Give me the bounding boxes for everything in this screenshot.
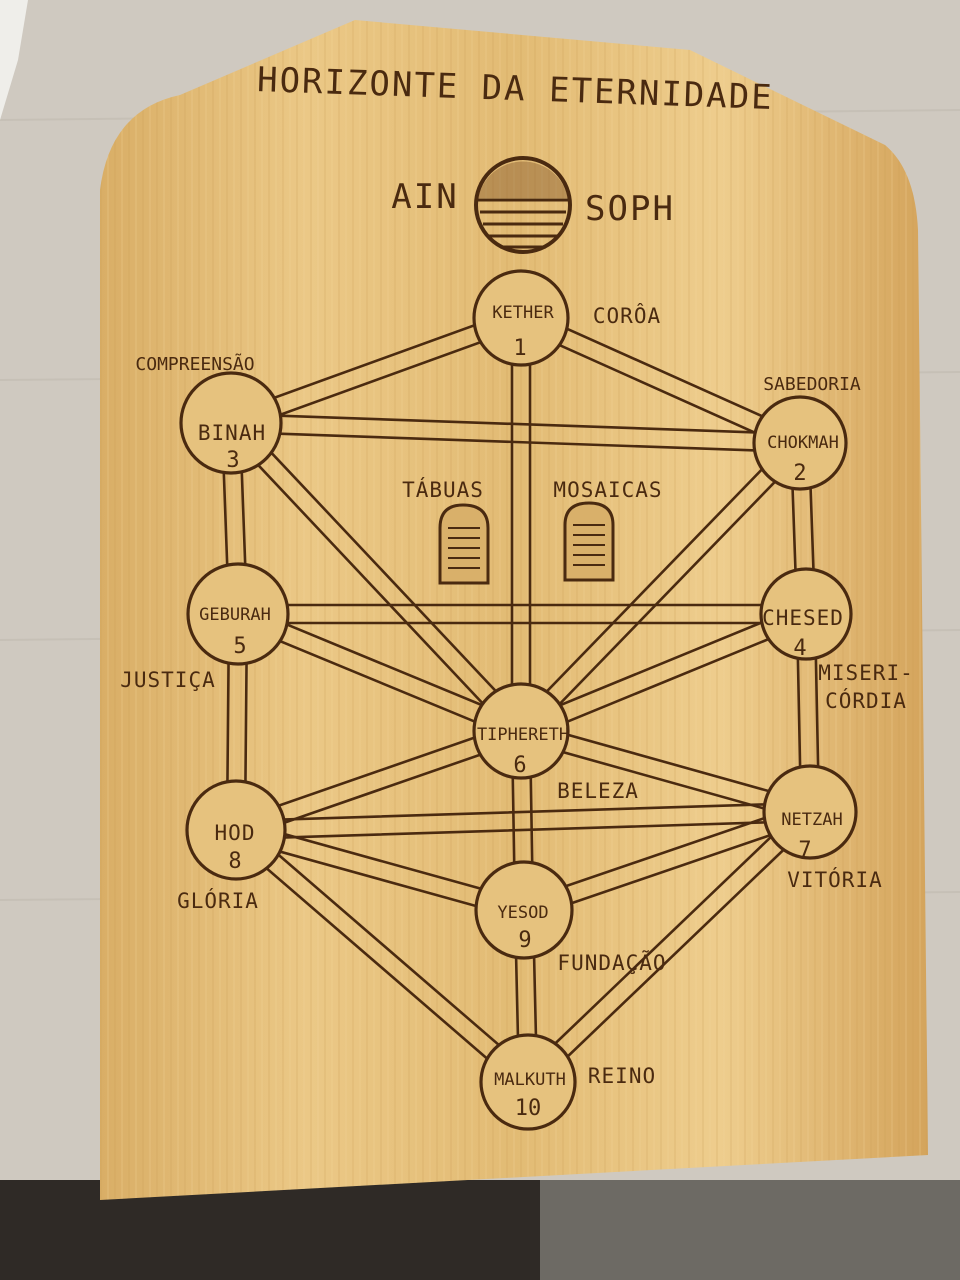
geburah-meaning: JUSTIÇA xyxy=(120,668,216,692)
path-kether-chokmah xyxy=(523,308,805,437)
path-chokmah-binah xyxy=(229,430,801,454)
kether-name: KETHER xyxy=(492,303,554,323)
path-hod-yesod xyxy=(232,837,523,920)
binah-number: 3 xyxy=(226,448,239,473)
path-tiphereth-netzah xyxy=(517,738,809,822)
path-tiphereth-hod xyxy=(231,721,520,823)
geburah-circle xyxy=(186,562,290,666)
tiphereth-meaning: BELEZA xyxy=(557,779,639,803)
tree-of-life-artwork xyxy=(179,269,858,1131)
path-hod-malkuth xyxy=(240,821,536,1077)
path-chesed-tiphereth xyxy=(516,604,804,724)
kether-meaning: CORÔA xyxy=(593,303,661,328)
binah-meaning: COMPREENSÃO xyxy=(135,353,254,375)
malkuth-number: 10 xyxy=(515,1096,542,1121)
ain-label: AIN xyxy=(391,177,458,217)
path-geburah-tiphereth xyxy=(233,621,519,741)
chesed-number: 4 xyxy=(793,636,806,661)
path-binah-tiphereth xyxy=(223,427,516,739)
geburah-name: GEBURAH xyxy=(199,605,271,625)
right-tablet-icon xyxy=(563,501,615,582)
path-hod-yesod xyxy=(237,820,528,903)
chokmah-circle xyxy=(752,395,848,491)
light-surface-bottom xyxy=(540,1180,960,1280)
path-netzah-hod xyxy=(234,801,812,823)
yesod-name: YESOD xyxy=(497,903,548,923)
chesed-meaning-line1: MISERI- xyxy=(818,661,914,685)
path-kether-binah xyxy=(232,325,526,433)
path-hod-malkuth xyxy=(228,835,524,1091)
path-chokmah-binah xyxy=(230,412,802,436)
hod-meaning: GLÓRIA xyxy=(177,888,259,913)
path-geburah-tiphereth xyxy=(240,604,526,724)
path-chokmah-tiphereth xyxy=(526,447,808,739)
path-tiphereth-netzah xyxy=(522,721,814,805)
tablets-left-label: TÁBUAS xyxy=(402,477,484,502)
kether-number: 1 xyxy=(513,336,526,361)
path-netzah-yesod xyxy=(519,802,809,903)
hod-name: HOD xyxy=(215,821,256,845)
malkuth-name: MALKUTH xyxy=(494,1070,566,1090)
malkuth-meaning: REINO xyxy=(588,1064,656,1088)
sephirot-circles xyxy=(179,269,858,1131)
path-tiphereth-hod xyxy=(237,738,526,840)
left-tablet-icon xyxy=(438,503,490,585)
path-binah-tiphereth xyxy=(236,415,529,727)
path-netzah-hod xyxy=(234,819,812,841)
yesod-circle xyxy=(474,860,574,960)
chokmah-number: 2 xyxy=(793,461,806,486)
geburah-number: 5 xyxy=(233,634,246,659)
chokmah-meaning: SABEDORIA xyxy=(763,374,861,395)
path-netzah-yesod xyxy=(525,819,815,920)
tablets-right-label: MOSAICAS xyxy=(553,478,662,502)
path-kether-chokmah xyxy=(516,324,798,453)
netzah-name: NETZAH xyxy=(781,810,842,830)
chesed-meaning-line2: CÓRDIA xyxy=(825,688,907,713)
binah-name: BINAH xyxy=(198,421,266,445)
path-netzah-malkuth xyxy=(520,804,806,1077)
hod-number: 8 xyxy=(228,849,241,874)
binah-circle xyxy=(179,371,283,475)
chokmah-name: CHOKMAH xyxy=(767,433,839,453)
chesed-circle xyxy=(759,567,853,661)
board-grain xyxy=(100,20,928,1200)
tiphereth-number: 6 xyxy=(513,753,526,778)
netzah-meaning: VITÓRIA xyxy=(787,867,883,892)
netzah-circle xyxy=(762,764,858,860)
path-netzah-malkuth xyxy=(532,817,818,1090)
soph-label: SOPH xyxy=(585,189,675,229)
paper-corner xyxy=(0,0,28,120)
ain-soph-sun-icon xyxy=(474,156,572,254)
path-chesed-tiphereth xyxy=(523,621,811,741)
hod-circle xyxy=(185,779,287,881)
chesed-name: CHESED xyxy=(762,606,844,630)
kether-circle xyxy=(472,269,570,367)
netzah-number: 7 xyxy=(798,838,811,863)
malkuth-circle xyxy=(479,1033,577,1131)
tiphereth-circle xyxy=(472,682,570,780)
tiphereth-name: TIPHERETH xyxy=(477,725,569,745)
path-kether-binah xyxy=(226,308,520,416)
yesod-number: 9 xyxy=(518,928,531,953)
path-chokmah-tiphereth xyxy=(513,435,795,727)
yesod-meaning: FUNDAÇÃO xyxy=(557,949,666,975)
